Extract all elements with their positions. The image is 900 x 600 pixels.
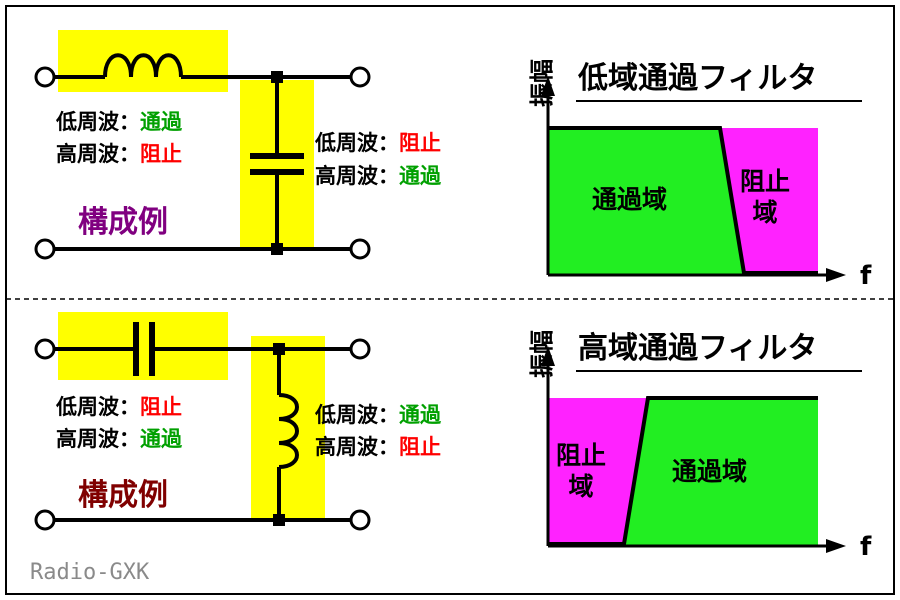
watermark: Radio-GXK xyxy=(30,560,150,585)
hpf-stop-region-label: 阻止域 xyxy=(556,441,607,502)
hpf-series-low-label: 低周波：阻止 xyxy=(56,395,182,419)
lpf-stop-region xyxy=(720,128,818,275)
lpf-pass-region-label: 通過域 xyxy=(592,185,668,214)
hpf-y-axis-label: 振幅 xyxy=(528,330,556,378)
lpf-shunt-low-label: 低周波：阻止 xyxy=(315,131,441,155)
lpf-x-arrow xyxy=(826,268,846,282)
hpf-junction xyxy=(273,514,285,526)
hpf-junction xyxy=(273,343,285,355)
lpf-input-terminal xyxy=(34,66,56,88)
lpf-x-axis-label: f xyxy=(860,261,872,291)
lpf-output-terminal xyxy=(349,66,371,88)
lpf-y-arrow xyxy=(541,76,555,96)
hpf-shunt-high-label: 高周波：阻止 xyxy=(315,435,441,459)
lpf-ground-terminal xyxy=(34,238,56,260)
hpf-response-chart xyxy=(541,346,862,553)
lpf-ground-terminal xyxy=(349,238,371,260)
hpf-x-axis-label: f xyxy=(860,532,872,562)
hpf-series-highlight xyxy=(58,312,228,380)
lpf-stop-region-label: 阻止域 xyxy=(740,167,791,228)
lpf-response-curve xyxy=(548,126,818,275)
outer-frame xyxy=(5,5,895,595)
lpf-y-axis-label: 振幅 xyxy=(528,59,556,107)
hpf-series-high-label: 高周波：通過 xyxy=(56,427,182,451)
hpf-circuit xyxy=(34,312,371,531)
lpf-series-highlight xyxy=(58,30,228,92)
lpf-circuit xyxy=(34,30,371,260)
hpf-example-label: 構成例 xyxy=(78,478,168,513)
hpf-input-terminal xyxy=(34,338,56,360)
hpf-inductor xyxy=(278,393,299,469)
hpf-pass-region xyxy=(624,398,818,546)
hpf-shunt-low-label: 低周波：通過 xyxy=(315,403,441,427)
hpf-pass-region-label: 通過域 xyxy=(672,457,748,486)
lpf-response-chart xyxy=(541,76,862,282)
hpf-chart-title: 高域通過フィルタ xyxy=(578,331,818,366)
lpf-example-label: 構成例 xyxy=(78,205,168,240)
lpf-junction xyxy=(271,243,283,255)
lpf-series-low-label: 低周波：通過 xyxy=(56,110,182,134)
lpf-shunt-high-label: 高周波：通過 xyxy=(315,164,441,188)
lpf-pass-region xyxy=(548,128,744,275)
lpf-series-high-label: 高周波：阻止 xyxy=(56,142,182,166)
lpf-chart-title: 低域通過フィルタ xyxy=(578,61,818,96)
lpf-inductor xyxy=(103,53,183,78)
lpf-junction xyxy=(271,71,283,83)
hpf-stop-region xyxy=(548,398,648,546)
hpf-y-arrow xyxy=(541,346,555,366)
hpf-output-terminal xyxy=(349,338,371,360)
hpf-response-curve xyxy=(548,396,818,546)
hpf-x-arrow xyxy=(826,539,846,553)
hpf-shunt-highlight xyxy=(251,336,325,521)
hpf-ground-terminal xyxy=(34,509,56,531)
hpf-ground-terminal xyxy=(349,509,371,531)
